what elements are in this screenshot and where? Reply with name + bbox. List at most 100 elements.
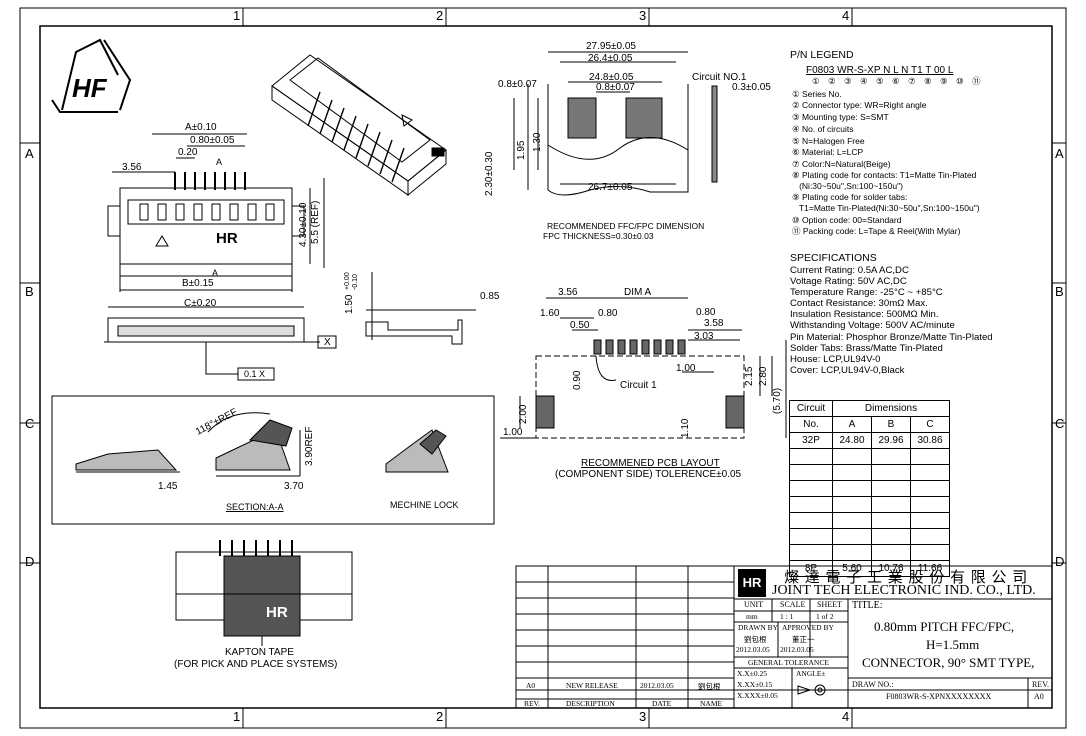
- spec-line: Cover: LCP,UL94V-0,Black: [790, 365, 905, 376]
- pn-num: ⑪: [972, 76, 981, 86]
- pn-legend-item: ④ No. of circuits: [792, 124, 854, 134]
- brand-mark-kapton: HR: [266, 604, 288, 621]
- title-line-2: H=1.5mm: [926, 637, 980, 652]
- ffc-dim-230: 2.30±0.30: [484, 151, 495, 196]
- pn-code-type: WR: [837, 65, 854, 76]
- ffc-caption-2: FPC THICKNESS=0.30±0.03: [543, 231, 654, 241]
- spec-line: Withstanding Voltage: 500V AC/minute: [790, 320, 955, 331]
- dim-a: A±0.10: [185, 122, 217, 133]
- spec-line: Solder Tabs: Brass/Matte Tin-Plated: [790, 343, 943, 354]
- pn-legend-item: ⑨ Plating code for solder tabs:: [792, 192, 908, 202]
- grid-row-d: D: [25, 554, 35, 569]
- pn-num: ⑥: [892, 76, 900, 86]
- pn-code-plating-contacts: T1: [910, 65, 923, 76]
- cell: [832, 544, 872, 561]
- scale-value: 1 : 1: [780, 612, 794, 621]
- pn-code-series: F0803: [806, 65, 835, 76]
- table-header-c: C: [910, 416, 950, 433]
- pcb-dim-100-a: 1.00: [676, 363, 696, 374]
- table-row: [789, 544, 950, 561]
- top-view-drawing: [107, 133, 325, 292]
- pcb-dim-358: 3.58: [704, 318, 724, 329]
- cell: [910, 528, 950, 545]
- company-name-en: JOINT TECH ELECTRONIC IND. CO., LTD.: [772, 583, 1036, 598]
- rev-header-date: DATE: [652, 699, 672, 708]
- projection-symbol-icon: [797, 684, 826, 696]
- halogen-free-logo: [51, 38, 132, 113]
- ffc-circuit-no1: Circuit NO.1: [692, 72, 747, 83]
- grid-row-c: C: [25, 416, 35, 431]
- pcb-dim-356: 3.56: [558, 287, 578, 298]
- cell: 29.96: [871, 432, 911, 449]
- title-line-1: 0.80mm PITCH FFC/FPC,: [874, 619, 1015, 634]
- cell: [871, 544, 911, 561]
- approved-date: 2012.03.05: [780, 645, 814, 654]
- ffc-dim-130: 1.30: [532, 132, 543, 152]
- rev-row-date: 2012.03.05: [640, 681, 674, 690]
- cell: [871, 480, 911, 497]
- grid-col-2-bottom: 2: [436, 709, 444, 724]
- ffc-caption-1: RECOMMENDED FFC/FPC DIMENSION: [547, 221, 705, 231]
- cell: 32P: [789, 432, 833, 449]
- drawn-by-label: DRAWN BY: [738, 623, 779, 632]
- pn-legend-item: ⑤ N=Halogen Free: [792, 136, 865, 146]
- side-view-drawing: [104, 306, 337, 381]
- cell: [789, 528, 833, 545]
- isometric-connector-drawing: [271, 54, 447, 197]
- dim-c: C±0.20: [184, 298, 217, 309]
- pcb-dim-050: 0.50: [570, 320, 590, 331]
- pn-code-halogen: N: [883, 65, 891, 76]
- angle-label: ANGLE±: [796, 669, 826, 678]
- unit-value: mm: [746, 612, 758, 621]
- cell: [789, 512, 833, 529]
- pn-legend-item: ⑥ Material: L=LCP: [792, 147, 864, 157]
- table-row: [789, 448, 950, 465]
- pn-num: ①: [812, 76, 820, 86]
- rev-label: REV.: [1032, 680, 1049, 689]
- rev-header-description: DESCRIPTION: [566, 699, 615, 708]
- dim-356: 3.56: [122, 162, 142, 173]
- spec-line: Insulation Resistance: 500MΩ Min.: [790, 309, 939, 320]
- cell: [832, 496, 872, 513]
- table-row: [789, 528, 950, 545]
- title-line-3: CONNECTOR, 90° SMT TYPE,: [862, 655, 1035, 670]
- cell: 11.66: [910, 560, 950, 577]
- pn-num: ⑦: [908, 76, 916, 86]
- pcb-dim-090: 0.90: [572, 370, 583, 390]
- ffc-dim-248: 24.8±0.05: [589, 72, 634, 83]
- drawn-by-name: 劉包根: [744, 635, 767, 644]
- dim-pitch: 0.80±0.05: [190, 135, 235, 146]
- cell: [871, 496, 911, 513]
- dim-150-tol-minus: -0.10: [352, 274, 359, 290]
- title-block-grid: [515, 565, 1053, 709]
- kapton-label-2: (FOR PICK AND PLACE SYSTEMS): [174, 659, 338, 670]
- ffc-dim-267: 26.7±0.05: [588, 182, 633, 193]
- title-label: TITLE:: [852, 600, 883, 611]
- cell: 5.60: [832, 560, 872, 577]
- tolerance-2: X.XX±0.15: [737, 680, 773, 689]
- grid-col-4: 4: [842, 8, 850, 23]
- pn-code-material: L: [893, 65, 899, 76]
- drawn-date: 2012.03.05: [736, 645, 770, 654]
- pn-legend-item: ② Connector type: WR=Right angle: [792, 100, 927, 110]
- sheet-value: 1 of 2: [816, 612, 834, 621]
- pn-code-packing: L: [947, 65, 954, 76]
- pcb-dim-200: 2.00: [518, 404, 529, 424]
- profile-view-drawing: [365, 272, 476, 345]
- table-header-circuit: Circuit: [789, 400, 833, 417]
- kapton-tape-drawing: [175, 540, 353, 646]
- pn-code-numbers: ① ② ③ ④ ⑤ ⑥ ⑦ ⑧ ⑨ ⑩ ⑪: [812, 76, 981, 86]
- pcb-dim-160: 1.60: [540, 308, 560, 319]
- table-header-no: No.: [789, 416, 833, 433]
- rev-value: A0: [1034, 692, 1044, 701]
- datum-x: X: [324, 337, 331, 348]
- pcb-dim-080-b: 0.80: [696, 307, 716, 318]
- grid-col-3-bottom: 3: [639, 709, 647, 724]
- pcb-caption-1: RECOMMENED PCB LAYOUT: [581, 458, 720, 469]
- tolerance-1: X.X±0.25: [737, 669, 767, 678]
- company-name-cn: 燦 達 電 子 工 業 股 份 有 限 公 司: [784, 570, 1029, 586]
- machine-lock-label: MECHINE LOCK: [390, 500, 459, 510]
- grid-row-d-right: D: [1055, 554, 1065, 569]
- pcb-dim-280: 2.80: [758, 366, 769, 386]
- scale-label: SCALE: [780, 600, 806, 609]
